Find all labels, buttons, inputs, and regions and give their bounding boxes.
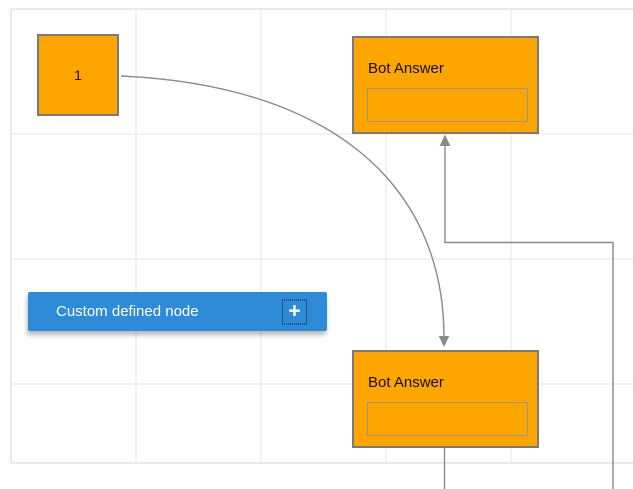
bot-answer-title: Bot Answer <box>368 374 444 391</box>
custom-node-label: Custom defined node <box>56 303 199 320</box>
start-node[interactable]: 1 <box>37 34 119 116</box>
add-node-button[interactable]: + <box>282 299 307 324</box>
custom-defined-node[interactable]: Custom defined node + <box>28 292 327 331</box>
bot-answer-text-field[interactable] <box>367 88 528 122</box>
bot-answer-text-field[interactable] <box>367 402 528 436</box>
bot-answer-title: Bot Answer <box>368 60 444 77</box>
bot-answer-node-top[interactable]: Bot Answer <box>352 36 539 134</box>
plus-icon: + <box>288 299 301 322</box>
bot-answer-node-bottom[interactable]: Bot Answer <box>352 350 539 448</box>
start-node-label: 1 <box>74 67 82 83</box>
